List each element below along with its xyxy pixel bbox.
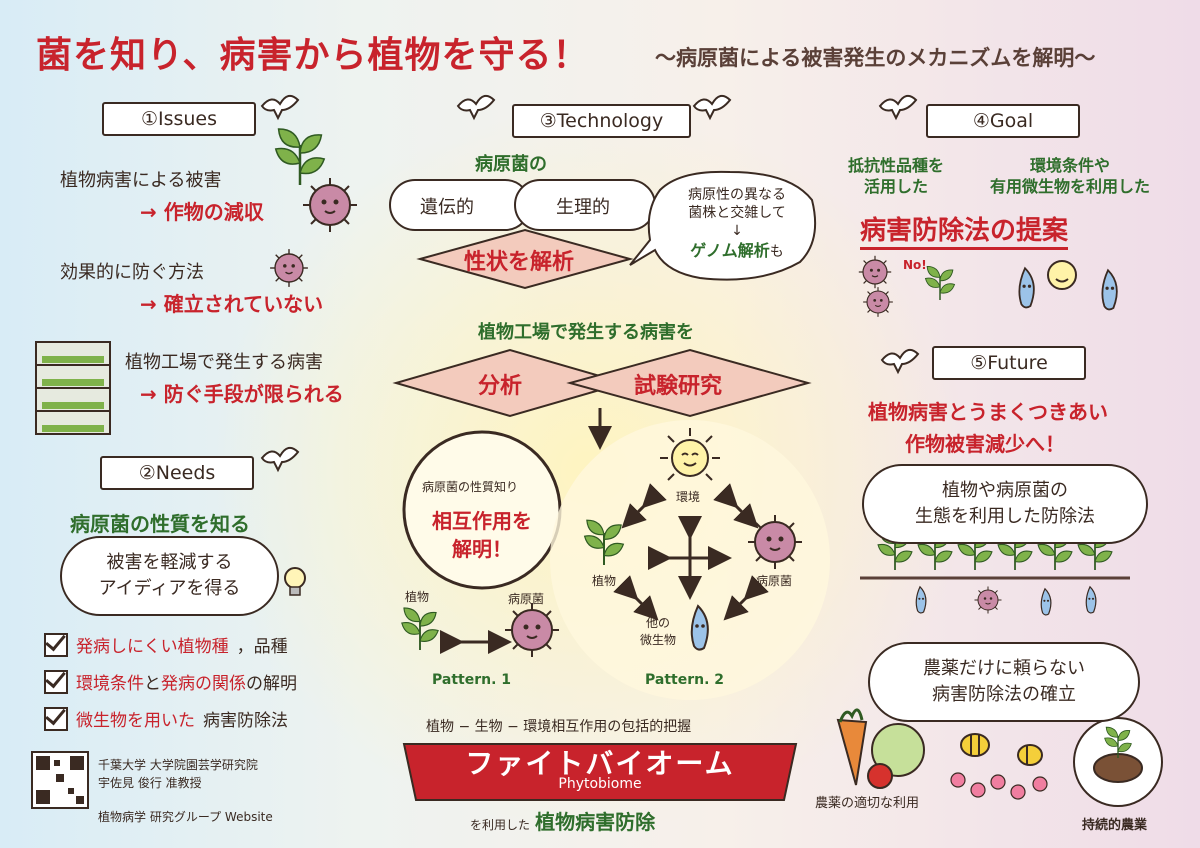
analyze-label: 性状を解析 <box>464 250 575 275</box>
goal-proposal: 病害防除法の提案 <box>860 210 1069 250</box>
future-cloud-1-line-2: 生態を利用した防除法 <box>915 506 1095 527</box>
phytobiome-use: を利用した <box>470 818 531 832</box>
future-banner: ⑤Future <box>932 346 1086 380</box>
page-title: 菌を知り、病害から植物を守る！ <box>36 35 590 76</box>
bubble-mo: も <box>769 243 784 260</box>
page-subtitle: 〜病原菌による被害発生のメカニズムを解明〜 <box>655 46 1096 70</box>
needs-banner: ②Needs <box>100 456 254 490</box>
technology-banner: ③Technology <box>512 104 691 138</box>
checklist-item: 環境条件と発病の関係の解明 <box>44 669 297 694</box>
bubble-line-1: 病原性の異なる <box>688 187 786 203</box>
goal-left: 抵抗性品種を 活用した <box>848 156 944 198</box>
future-cloud-2: 農薬だけに頼らない 病害防除法の確立 <box>868 642 1140 722</box>
issue-2-text: 効果的に防ぐ方法 <box>60 262 204 283</box>
pattern-1-label: Pattern. 1 <box>432 672 512 688</box>
future-line-2: 作物被害減少へ！ <box>905 432 1065 456</box>
phytobiome-en: Phytobiome <box>558 776 642 792</box>
bubble-arrow: ↓ <box>731 223 743 240</box>
sustainable-label: 持続的農業 <box>1082 818 1148 833</box>
issue-3-text: 植物工場で発生する病害 <box>125 352 323 373</box>
p1-plant-label: 植物 <box>405 590 430 604</box>
phytobiome-top: 植物 − 生物 − 環境相互作用の包括的把握 <box>426 719 692 735</box>
no-label: No! <box>903 258 927 272</box>
issue-1-result: → 作物の減収 <box>140 200 264 224</box>
checklist-highlight: 発病しにくい植物種 <box>76 637 229 657</box>
goal-left-1: 抵抗性品種を <box>848 156 945 175</box>
goal-left-2: 活用した <box>864 176 929 196</box>
footer-affiliation: 千葉大学 大学院園芸学研究院 <box>98 758 258 772</box>
circle-small-text: 病原菌の性質知り <box>422 480 519 494</box>
factory-heading: 植物工場で発生する病害を <box>478 322 694 343</box>
bubble-line-2: 菌株と交雑して <box>688 205 786 222</box>
needs-cloud-line-1: 被害を軽減する <box>106 551 233 573</box>
goal-right-2: 有用微生物を利用した <box>990 176 1151 196</box>
issues-banner: ①Issues <box>102 102 256 136</box>
future-cloud-2-line-1: 農薬だけに頼らない <box>923 657 1085 679</box>
checkbox-icon <box>44 632 68 657</box>
checklist-item: 発病しにくい植物種 ，品種 <box>44 632 297 657</box>
future-cloud-1-line-1: 植物や病原菌の <box>942 479 1068 501</box>
p2-pathogen-label: 病原菌 <box>756 574 793 588</box>
goal-banner: ④Goal <box>926 104 1080 138</box>
pesticide-label: 農薬の適切な利用 <box>815 796 920 811</box>
qr-code[interactable] <box>32 752 88 808</box>
circle-big-1: 相互作用を <box>432 509 532 533</box>
needs-heading: 病原菌の性質を知る <box>70 512 250 536</box>
pathogen-label: 病原菌の <box>475 154 547 175</box>
issue-2-result: → 確立されていない <box>140 292 324 316</box>
p1-pathogen-label: 病原菌 <box>508 592 545 606</box>
phytobiome-bottom-text: 植物病害防除 <box>535 810 656 834</box>
goal-right: 環境条件や 有用微生物を利用した <box>990 156 1150 198</box>
p2-micro-label: 他の 微生物 <box>640 614 676 648</box>
footer-website-link[interactable]: 植物病学 研究グループ Website <box>98 810 273 824</box>
checkbox-icon <box>44 669 68 694</box>
diamond-analysis: 分析 <box>478 374 523 399</box>
phytobiome-bottom: を利用した 植物病害防除 <box>470 806 655 835</box>
checklist-item: 微生物を用いた病害防除法 <box>44 706 297 731</box>
needs-cloud: 被害を軽減する アイディアを得る <box>60 536 279 616</box>
checklist-mid: と <box>144 674 161 694</box>
future-cloud-2-line-2: 病害防除法の確立 <box>932 684 1076 705</box>
phytobiome-main: ファイトバイオーム <box>465 747 735 780</box>
bubble-text: 病原性の異なる 菌株と交雑して ↓ ゲノム解析も <box>672 186 802 261</box>
future-line-1: 植物病害とうまくつきあい <box>868 400 1108 424</box>
goal-right-1: 環境条件や <box>1030 156 1111 175</box>
venn-left: 遺伝的 <box>420 197 474 218</box>
checklist-highlight: 微生物を用いた <box>76 711 195 731</box>
bubble-genome: ゲノム解析 <box>690 240 770 260</box>
checklist-rest: の解明 <box>246 674 297 694</box>
p2-env-label: 環境 <box>676 490 701 504</box>
checklist-rest: 病害防除法 <box>203 711 288 731</box>
p2-micro-line-2: 微生物 <box>640 633 677 647</box>
issue-1-text: 植物病害による被害 <box>60 170 222 191</box>
venn-right: 生理的 <box>556 197 610 218</box>
circle-big-2: 解明！ <box>452 537 512 561</box>
issue-3-result: → 防ぐ手段が限られる <box>140 382 344 406</box>
p2-micro-line-1: 他の <box>646 616 671 630</box>
checkbox-icon <box>44 706 68 731</box>
footer-people: 宇佐見 俊行 准教授 <box>98 776 202 790</box>
needs-cloud-line-2: アイディアを得る <box>98 578 241 599</box>
future-cloud-1: 植物や病原菌の 生態を利用した防除法 <box>862 464 1148 544</box>
checklist-highlight-2: 発病の関係 <box>161 674 246 694</box>
diamond-research: 試験研究 <box>634 374 723 399</box>
pattern-2-label: Pattern. 2 <box>645 672 725 688</box>
needs-checklist: 発病しにくい植物種 ，品種 環境条件と発病の関係の解明 微生物を用いた病害防除法 <box>44 632 297 731</box>
p2-plant-label: 植物 <box>592 574 617 588</box>
checklist-highlight: 環境条件 <box>76 674 144 694</box>
checklist-rest: ，品種 <box>236 637 288 657</box>
